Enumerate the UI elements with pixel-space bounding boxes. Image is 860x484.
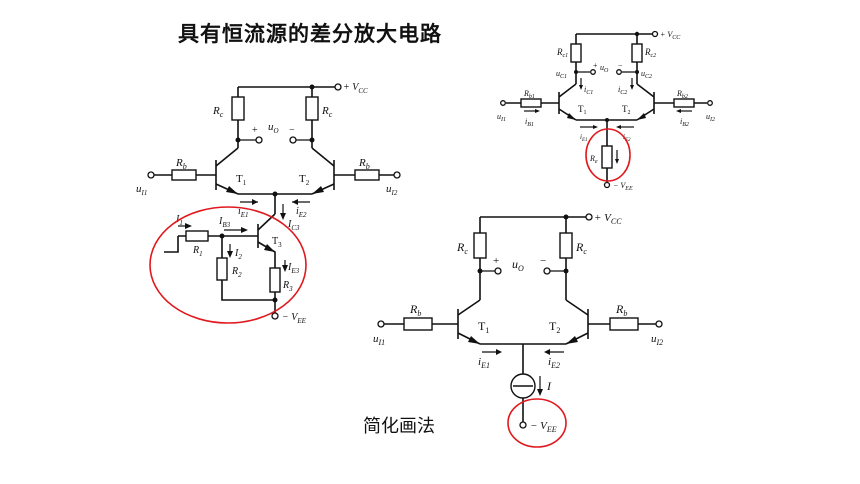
svg-text:Rb: Rb [409, 302, 421, 318]
r2-resistor [216, 257, 228, 281]
svg-text:uI1: uI1 [373, 333, 385, 347]
svg-text:iC2: iC2 [618, 85, 627, 96]
r3-resistor [269, 267, 281, 293]
svg-text:T2: T2 [549, 319, 560, 335]
svg-text:iE2: iE2 [296, 206, 307, 219]
svg-text:IE3: IE3 [287, 262, 300, 275]
svg-text:− VEE: − VEE [613, 181, 633, 192]
svg-text:+: + [493, 255, 499, 267]
svg-text:uI2: uI2 [651, 333, 663, 347]
svg-text:Rb1: Rb1 [523, 89, 535, 100]
rb-left-resistor [171, 169, 197, 181]
svg-text:Rb: Rb [358, 157, 370, 171]
svg-text:I1: I1 [175, 214, 183, 227]
svg-text:− VEE: − VEE [530, 420, 557, 434]
simplified-caption: 简化画法 [363, 416, 435, 437]
svg-text:T3: T3 [272, 236, 282, 249]
svg-text:Rc1: Rc1 [556, 47, 568, 59]
svg-text:Re: Re [589, 154, 598, 165]
svg-text:iC1: iC1 [584, 85, 593, 96]
svg-text:uI2: uI2 [386, 183, 398, 197]
svg-text:T2: T2 [622, 104, 631, 116]
rc-right-resistor [305, 96, 319, 121]
rc-left-resistor [231, 96, 245, 121]
svg-text:iE2: iE2 [548, 356, 560, 370]
svg-text:iB2: iB2 [680, 117, 689, 128]
svg-text:I: I [546, 379, 552, 393]
svg-text:R1: R1 [192, 245, 203, 258]
svg-text:Rc: Rc [456, 240, 468, 256]
re-highlight [585, 128, 631, 182]
r1-resistor [185, 230, 209, 242]
svg-text:Rc: Rc [212, 105, 224, 119]
svg-text:Rc2: Rc2 [644, 47, 656, 59]
svg-text:T1: T1 [236, 173, 247, 187]
current-source-highlight [149, 206, 307, 324]
vcc-terminal [334, 83, 342, 91]
svg-text:− VEE: − VEE [282, 312, 307, 325]
rb-right-resistor [354, 169, 380, 181]
svg-text:Rb: Rb [615, 302, 627, 318]
svg-text:T1: T1 [578, 104, 587, 116]
svg-text:uC2: uC2 [641, 69, 652, 80]
svg-text:uO: uO [268, 121, 279, 135]
svg-text:Rb: Rb [175, 157, 187, 171]
svg-text:iE1: iE1 [238, 206, 249, 219]
svg-text:T2: T2 [299, 173, 310, 187]
left-circuit: + VCC Rc Rc + − uO T1 T2 Rb Rb uI1 [136, 82, 401, 325]
svg-text:−: − [289, 125, 295, 136]
svg-text:Rc: Rc [575, 240, 587, 256]
page-title: 具有恒流源的差分放大电路 [178, 22, 442, 46]
svg-text:T1: T1 [478, 319, 489, 335]
svg-text:uO: uO [600, 63, 609, 74]
svg-text:−: − [540, 255, 546, 267]
svg-text:uI1: uI1 [136, 183, 147, 197]
svg-text:Rc: Rc [321, 105, 333, 119]
svg-text:+: + [593, 61, 598, 70]
bottom-right-circuit: + VCC Rc Rc + − uO T1 T2 Rb Rb uI1 uI2 i… [373, 212, 663, 448]
svg-text:IB3: IB3 [218, 216, 231, 229]
svg-text:+ VCC: + VCC [660, 30, 681, 41]
top-right-circuit: + VCC Rc1 Rc2 + − uO uC1 uC2 iC1 iC2 T1 … [497, 30, 715, 192]
svg-text:uC1: uC1 [556, 69, 567, 80]
svg-text:IC3: IC3 [287, 219, 300, 232]
svg-text:uI1: uI1 [497, 112, 506, 123]
svg-text:I2: I2 [234, 248, 242, 261]
svg-text:+: + [252, 125, 258, 136]
vcc-label: + VCC [343, 82, 368, 95]
svg-text:uO: uO [512, 257, 524, 273]
svg-text:R3: R3 [282, 280, 293, 293]
svg-text:R2: R2 [231, 266, 242, 279]
svg-text:+ VCC: + VCC [594, 212, 622, 226]
svg-text:iE1: iE1 [580, 133, 588, 143]
svg-text:iE1: iE1 [478, 356, 490, 370]
svg-text:iB1: iB1 [525, 117, 534, 128]
vee-highlight [507, 398, 567, 448]
svg-text:uI2: uI2 [706, 112, 715, 123]
svg-text:−: − [618, 61, 623, 70]
svg-text:Rb2: Rb2 [676, 89, 688, 100]
